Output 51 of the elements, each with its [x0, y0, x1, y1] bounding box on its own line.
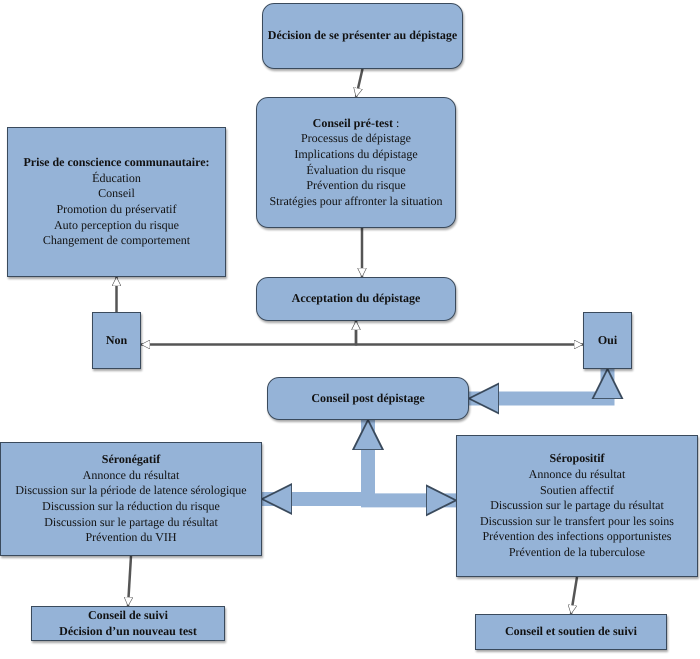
- box-heading: Conseil pré-test :: [312, 116, 400, 132]
- box-text: Annonce du résultat: [528, 467, 626, 483]
- box-text: Promotion du préservatif: [56, 202, 176, 218]
- box-text: Décision d’un nouveau test: [59, 624, 197, 640]
- box-text: Prévention du VIH: [85, 530, 177, 546]
- box-heading: Prise de conscience communautaire:: [23, 155, 210, 171]
- box-text: Conseil de suivi: [88, 608, 168, 624]
- box-text: Processus de dépistage: [301, 131, 411, 147]
- arrow: [351, 320, 584, 350]
- arrow: [112, 276, 122, 312]
- box-text: Soutien affectif: [540, 482, 614, 498]
- box-text: Annonce du résultat: [82, 468, 180, 484]
- box-text: Non: [106, 332, 128, 348]
- process-box: [456, 435, 698, 577]
- process-box: [0, 442, 262, 556]
- process-box: [31, 606, 225, 641]
- box-text: Conseil: [98, 186, 135, 202]
- process-box: [7, 127, 226, 277]
- box-text: Conseil et soutien de suivi: [504, 624, 637, 640]
- box-text: Discussion sur la réduction du risque: [42, 499, 220, 515]
- box-text: Discussion sur la période de latence sérologique: [15, 483, 247, 499]
- arrow: [468, 368, 624, 414]
- box-text: Prévention des infections opportunistes: [482, 529, 672, 545]
- box-heading: Séropositif: [549, 451, 605, 468]
- box-text: Discussion sur le transfert pour les soins: [480, 514, 674, 530]
- box-text: Décision de se présenter au dépistage: [268, 28, 458, 44]
- arrow: [357, 228, 367, 278]
- box-text: Discussion sur le partage du résultat: [490, 498, 664, 514]
- box-text: Changement de comportement: [42, 233, 190, 249]
- box-heading: Séronégatif: [102, 452, 160, 468]
- process-box: [92, 312, 141, 369]
- process-box: [475, 614, 667, 650]
- box-text: Conseil post dépistage: [311, 390, 425, 406]
- box-text: Implications du dépistage: [294, 146, 418, 162]
- box-text: Stratégies pour affronter la situation: [269, 194, 443, 210]
- box-text: Prévention de la tuberculose: [508, 544, 646, 561]
- process-box: [262, 3, 463, 69]
- box-text: Auto perception du risque: [54, 218, 179, 234]
- arrow: [124, 556, 134, 606]
- process-box: [256, 97, 456, 228]
- arrow: [353, 68, 364, 98]
- box-text: Éducation: [92, 170, 141, 186]
- box-text: Oui: [598, 332, 618, 348]
- box-text: Acceptation du dépistage: [292, 291, 420, 307]
- process-box: [256, 277, 456, 321]
- box-text: Discussion sur le partage du résultat: [44, 514, 218, 530]
- process-box: [267, 377, 469, 420]
- box-text: Évaluation du risque: [306, 162, 406, 178]
- process-box: [583, 312, 632, 369]
- arrow: [568, 576, 578, 614]
- box-text: Prévention du risque: [306, 178, 406, 194]
